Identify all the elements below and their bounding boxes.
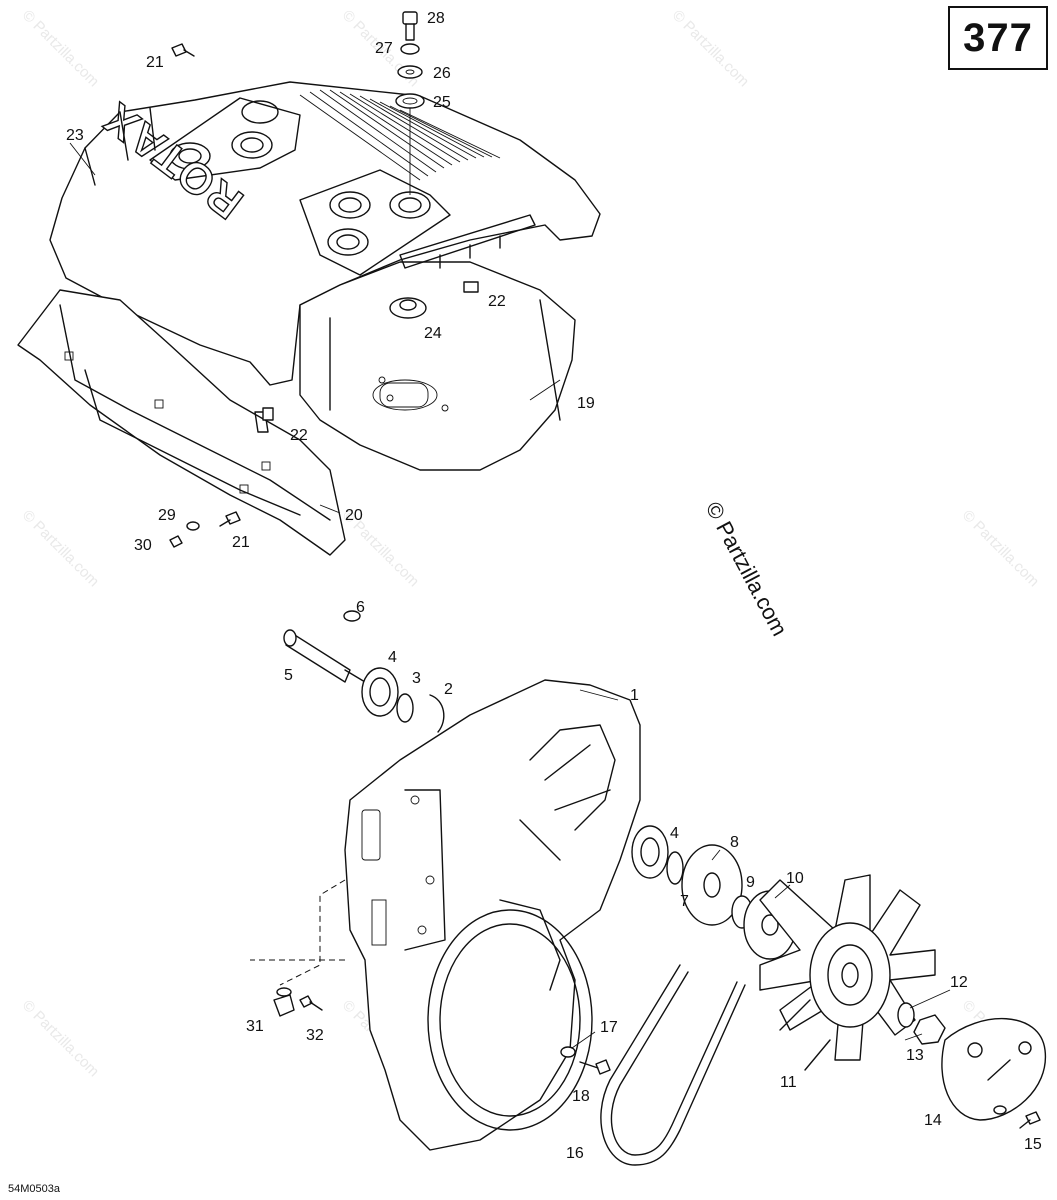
callout-29: 29 [158, 507, 176, 524]
callout-22: 22 [290, 427, 308, 444]
fasteners-upper [169, 43, 479, 548]
callout-12: 12 [950, 974, 968, 991]
callout-11: 11 [780, 1074, 797, 1091]
cooling-fan [759, 874, 936, 1071]
callout-31: 31 [246, 1018, 264, 1035]
callout-15: 15 [1024, 1136, 1042, 1153]
callout-21: 21 [232, 534, 250, 551]
callout-4: 4 [388, 649, 397, 666]
fan-cover-hardware [897, 1002, 1046, 1129]
callout-4: 4 [670, 825, 679, 842]
callout-10: 10 [786, 870, 804, 887]
air-duct [17, 289, 346, 556]
callout-28: 28 [427, 10, 445, 27]
callout-labels: 1 2 3 4 4 5 6 7 8 9 10 11 12 13 14 15 16… [66, 10, 1042, 1162]
callout-2: 2 [444, 681, 453, 698]
callout-14: 14 [924, 1112, 942, 1129]
callout-23: 23 [66, 127, 84, 144]
drive-belt [600, 964, 746, 1166]
callout-26: 26 [433, 65, 451, 82]
pulley-assembly [631, 825, 797, 960]
callout-27: 27 [375, 40, 393, 57]
page-number-box: 377 [948, 6, 1048, 70]
callout-25: 25 [433, 94, 451, 111]
callout-16: 16 [566, 1145, 584, 1162]
callout-24: 24 [424, 325, 442, 342]
callout-17: 17 [600, 1019, 618, 1036]
callout-19: 19 [577, 395, 595, 412]
callout-21: 21 [146, 54, 164, 71]
callout-30: 30 [134, 537, 152, 554]
fan-housing [250, 679, 641, 1151]
shaft-and-bearing [283, 610, 445, 733]
callout-20: 20 [345, 507, 363, 524]
callout-1: 1 [630, 687, 639, 704]
leader-lines [69, 142, 951, 1049]
callout-3: 3 [412, 670, 421, 687]
callout-13: 13 [906, 1047, 924, 1064]
bolt-washer-stack [395, 11, 425, 195]
drawing-code: 54M0503a [8, 1183, 60, 1195]
callout-9: 9 [746, 874, 755, 891]
callout-6: 6 [356, 599, 365, 616]
callout-32: 32 [306, 1027, 324, 1044]
callout-22: 22 [488, 293, 506, 310]
callout-8: 8 [730, 834, 739, 851]
engine-cooling-shroud: ROTAX [49, 81, 601, 471]
callout-7: 7 [680, 893, 689, 910]
fasteners-lower [273, 987, 611, 1075]
callout-5: 5 [284, 667, 293, 684]
callout-18: 18 [572, 1088, 590, 1105]
